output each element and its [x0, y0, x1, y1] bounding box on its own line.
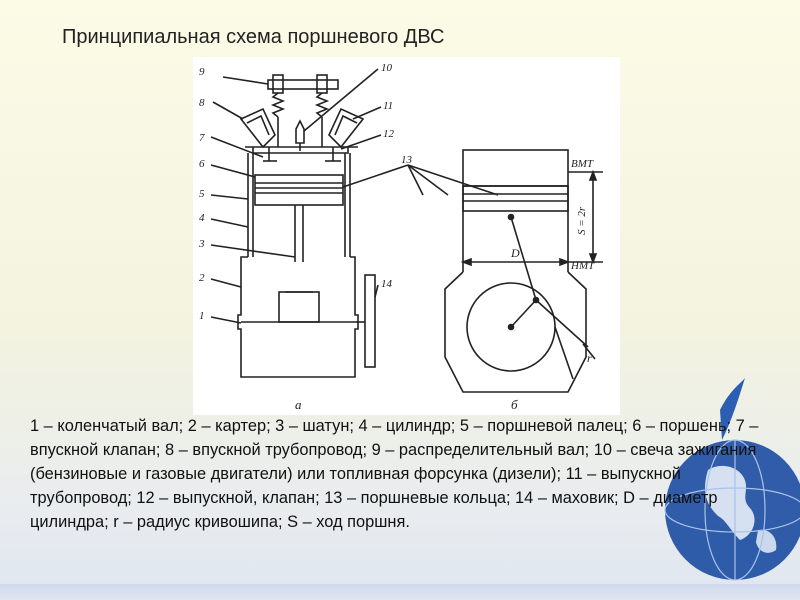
crankcase-b [444, 271, 587, 393]
callout-8: 8 [199, 97, 205, 109]
callout-13: 13 [401, 154, 413, 166]
camshaft [267, 79, 339, 90]
crankcase [237, 256, 359, 378]
tdc-label: ВМТ [571, 158, 594, 170]
callout-14: 14 [381, 278, 393, 290]
spring-left [270, 92, 286, 118]
globe-icon [660, 370, 800, 595]
bdc-label: НМТ [570, 260, 595, 272]
piston-b [462, 185, 569, 212]
slide-title: Принципиальная схема поршневого ДВС [62, 26, 445, 48]
label-b: б [511, 397, 518, 412]
callout-5: 5 [199, 188, 205, 200]
callout-3: 3 [198, 238, 205, 250]
cam-right [316, 74, 328, 94]
callout-10: 10 [381, 62, 393, 74]
piston [254, 174, 344, 206]
callout-9: 9 [199, 66, 205, 78]
callout-4: 4 [199, 212, 205, 224]
legend-caption: 1 – коленчатый вал; 2 – картер; 3 – шату… [30, 417, 759, 531]
callout-2: 2 [199, 272, 205, 284]
bottom-band [0, 584, 800, 600]
cylinder-head-b [462, 149, 569, 187]
exhaust-manifold [328, 107, 365, 149]
callout-12: 12 [383, 128, 395, 140]
spark-plug [295, 119, 305, 144]
flywheel [364, 274, 376, 368]
radius-label: r [587, 351, 592, 365]
callout-1: 1 [199, 310, 205, 322]
engine-diagram: 9 8 7 6 5 4 3 2 1 10 11 12 13 14 а б ВМТ… [198, 62, 603, 412]
callout-7: 7 [199, 132, 205, 144]
stroke-label: S = 2r [576, 206, 588, 235]
label-a: а [295, 397, 302, 412]
intake-manifold [239, 107, 276, 149]
diameter-label: D [510, 246, 520, 260]
connecting-rod-b [510, 216, 537, 301]
callout-6: 6 [199, 158, 205, 170]
callout-11: 11 [383, 100, 393, 112]
engine-diagram-panel: 9 8 7 6 5 4 3 2 1 10 11 12 13 14 а б ВМТ… [193, 57, 620, 415]
spring-right [314, 92, 330, 118]
cam-left [272, 74, 284, 94]
